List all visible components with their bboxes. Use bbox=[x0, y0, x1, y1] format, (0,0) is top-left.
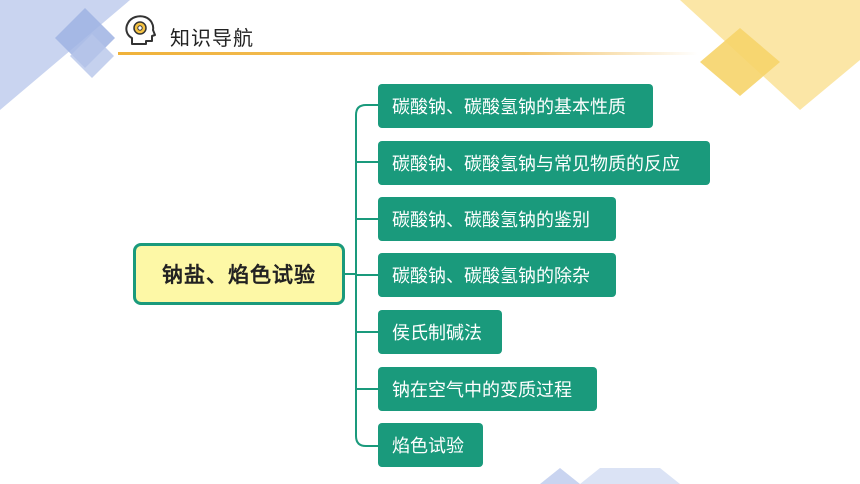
branch-node-sodium-in-air: 钠在空气中的变质过程 bbox=[378, 367, 597, 411]
header-underline bbox=[118, 52, 698, 55]
page-title: 知识导航 bbox=[170, 26, 254, 50]
branch-node-hou-process: 侯氏制碱法 bbox=[378, 310, 502, 354]
decor-top-right bbox=[680, 0, 860, 110]
branch-node-flame-test: 焰色试验 bbox=[378, 423, 483, 467]
branch-node-identification: 碳酸钠、碳酸氢钠的鉴别 bbox=[378, 197, 616, 241]
decor-bottom bbox=[540, 468, 680, 484]
branch-node-basic-properties: 碳酸钠、碳酸氢钠的基本性质 bbox=[378, 84, 653, 128]
head-gear-icon bbox=[125, 15, 156, 45]
branch-node-reactions: 碳酸钠、碳酸氢钠与常见物质的反应 bbox=[378, 141, 710, 185]
mindmap-root-node: 钠盐、焰色试验 bbox=[133, 243, 345, 305]
decor-top-left bbox=[0, 0, 130, 110]
branch-node-purification: 碳酸钠、碳酸氢钠的除杂 bbox=[378, 253, 616, 297]
